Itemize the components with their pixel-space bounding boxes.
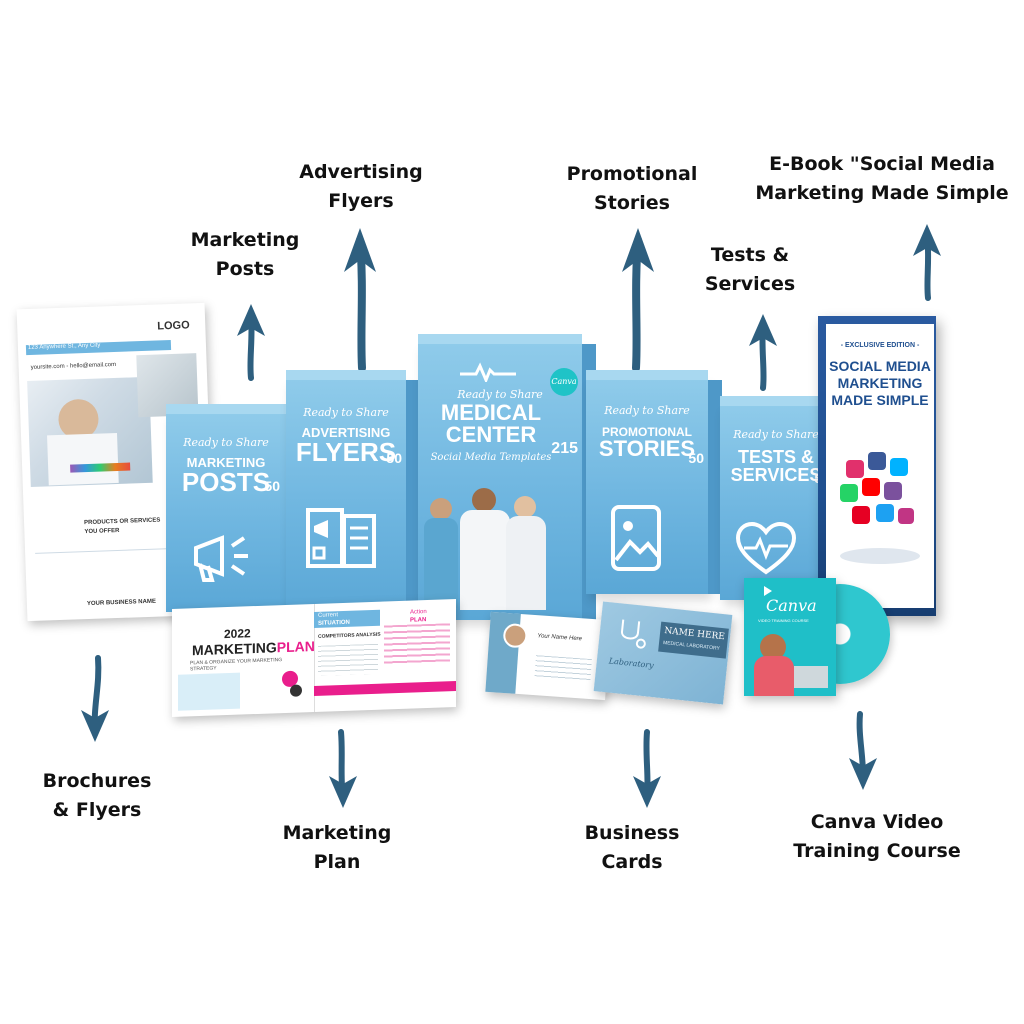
arrow-up-promotional-stories-icon (622, 228, 654, 372)
heart-pulse-icon (736, 522, 796, 575)
arrow-down-business-cards-icon (633, 729, 661, 808)
image-icon (611, 505, 661, 571)
ebook-cover: - EXCLUSIVE EDITION - SOCIAL MEDIA MARKE… (818, 316, 936, 616)
label-brochures-flyers: Brochures & Flyers (42, 770, 152, 821)
label-advertising-flyers: Advertising Flyers (299, 161, 423, 212)
brochure-section: PRODUCTS OR SERVICES YOU OFFER (84, 517, 161, 536)
box-advertising-flyers: Ready to Share ADVERTISING FLYERS 50 (286, 370, 420, 614)
megaphone-icon (194, 535, 248, 582)
ebook-title: SOCIAL MEDIA MARKETING MADE SIMPLE (829, 358, 931, 408)
brochure-logo: LOGO (157, 319, 190, 333)
label-canva-course: Canva Video Training Course (793, 811, 961, 862)
label-promotional-stories: Promotional Stories (566, 163, 698, 214)
dvd-case: Canva VIDEO TRAINING COURSE (744, 578, 836, 696)
heartbeat-icon (460, 362, 516, 382)
social-icons-cluster (838, 448, 918, 538)
arrow-down-marketing-plan-icon (329, 729, 357, 808)
plan-title: MARKETINGPLAN (192, 637, 315, 659)
box-marketing-posts-title: MARKETING POSTS (181, 455, 271, 497)
brochure-lab-photo (27, 376, 153, 487)
brochure-contact: yoursite.com - hello@email.com (30, 361, 117, 371)
business-card-back: NAME HERE MEDICAL LABORATORY Laboratory (593, 601, 733, 705)
stethoscope-icon (621, 619, 646, 649)
label-marketing-posts: Marketing Posts (190, 229, 300, 280)
box-advertising-flyers-title: ADVERTISING FLYERS (295, 425, 397, 467)
box-marketing-posts: Ready to Share MARKETING POSTS 50 (166, 404, 300, 612)
ebook-page: - EXCLUSIVE EDITION - SOCIAL MEDIA MARKE… (826, 324, 934, 608)
arrow-up-tests-services-icon (749, 314, 777, 391)
arrow-down-brochures-icon (81, 655, 109, 742)
play-icon (764, 586, 772, 596)
label-ebook: E-Book "Social Media Marketing Made Simp… (755, 153, 1009, 204)
arrow-up-marketing-posts-icon (237, 304, 265, 381)
business-card-front: Your Name Here (485, 611, 611, 701)
box-promotional-stories-title: PROMOTIONAL STORIES (598, 425, 696, 461)
brochure-footer: YOUR BUSINESS NAME (86, 598, 157, 608)
box-medical-center: Ready to Share MEDICAL CENTER Social Med… (418, 334, 596, 620)
arrow-up-ebook-icon (913, 224, 941, 301)
box-tests-services: Ready to Share TESTS & SERVICES 50 (720, 396, 846, 600)
label-marketing-plan: Marketing Plan (282, 822, 392, 873)
box-medical-center-title: MEDICAL CENTER (440, 400, 542, 447)
box-tests-services-title: TESTS & SERVICES (730, 447, 822, 485)
marketing-plan-booklet: 2022 MARKETINGPLAN PLAN & ORGANIZE YOUR … (172, 599, 456, 717)
label-tests-services: Tests & Services (704, 244, 796, 295)
box-promotional-stories: Ready to Share PROMOTIONAL STORIES 50 (586, 370, 722, 594)
flyer-icon (306, 508, 376, 568)
canva-badge: Canva (550, 368, 578, 396)
arrow-up-advertising-flyers-icon (344, 228, 376, 372)
doctors-photo (422, 484, 548, 614)
label-business-cards: Business Cards (584, 822, 680, 873)
arrow-down-canva-course-icon (849, 711, 877, 790)
